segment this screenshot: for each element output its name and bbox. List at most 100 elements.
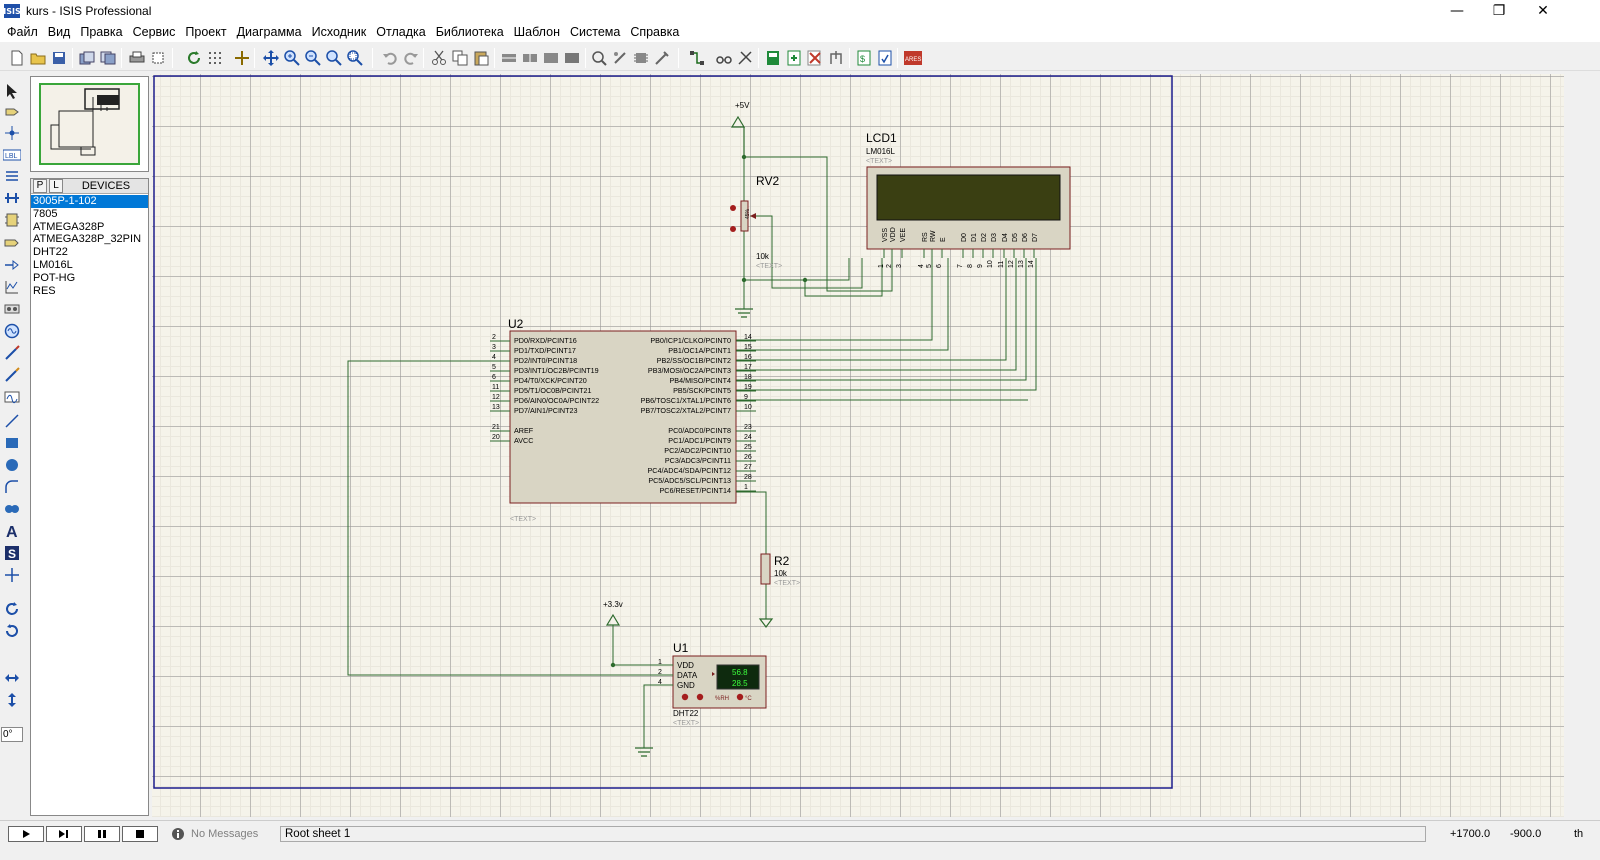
menu-edit[interactable]: Правка (80, 25, 123, 39)
menu-file[interactable]: Файл (7, 25, 38, 39)
search-tag-icon[interactable] (715, 49, 733, 67)
pick-devices-button[interactable]: P (33, 179, 47, 193)
pan-icon[interactable] (262, 49, 280, 67)
rotate-anticlockwise-icon[interactable] (3, 622, 21, 640)
device-pins-icon[interactable] (3, 256, 21, 274)
exit-parent-icon[interactable] (827, 49, 845, 67)
messages-area[interactable]: No Messages (171, 826, 271, 842)
dht-button-inc[interactable] (696, 693, 704, 701)
marker-tool-icon[interactable] (3, 566, 21, 584)
device-item[interactable]: ATMEGA328P_32PIN (33, 233, 142, 246)
import-icon[interactable] (78, 49, 96, 67)
device-item[interactable]: 3005P-1-102 (31, 195, 148, 208)
device-item[interactable]: 7805 (33, 207, 58, 220)
pause-button[interactable] (84, 826, 120, 842)
print-area-icon[interactable] (149, 49, 167, 67)
graph-mode-icon[interactable] (3, 278, 21, 296)
block-copy-icon[interactable] (500, 49, 518, 67)
bus-icon[interactable] (3, 189, 21, 207)
origin-icon[interactable] (233, 49, 251, 67)
maximize-button[interactable]: ❐ (1492, 3, 1506, 19)
remove-sheet-icon[interactable] (785, 49, 803, 67)
zoom-in-icon[interactable] (283, 49, 301, 67)
dht-button-temp[interactable] (736, 693, 744, 701)
bom-icon[interactable]: $ (855, 49, 873, 67)
power-terminal-3v3[interactable]: +3.3v (603, 600, 623, 626)
device-item[interactable]: LM016L (33, 258, 73, 271)
generator-icon[interactable] (3, 322, 21, 340)
menu-debug[interactable]: Отладка (376, 25, 426, 39)
decompose-icon[interactable] (653, 49, 671, 67)
block-rotate-icon[interactable] (542, 49, 560, 67)
stop-button[interactable] (122, 826, 158, 842)
flip-vertical-icon[interactable] (3, 691, 21, 709)
menu-source[interactable]: Исходник (311, 25, 367, 39)
ares-netlist-icon[interactable]: ARES (904, 49, 922, 67)
step-button[interactable] (46, 826, 82, 842)
new-file-icon[interactable] (8, 49, 26, 67)
zoom-area-icon[interactable] (346, 49, 364, 67)
copy-icon[interactable] (451, 49, 469, 67)
menu-template[interactable]: Шаблон (513, 25, 560, 39)
device-item[interactable]: POT-HG (33, 271, 76, 284)
component-mode-icon[interactable] (3, 103, 21, 121)
menu-tools[interactable]: Сервис (132, 25, 176, 39)
block-delete-icon[interactable] (563, 49, 581, 67)
dht-button-dec[interactable] (681, 693, 689, 701)
current-probe-icon[interactable] (3, 366, 21, 384)
overview-viewport[interactable] (39, 83, 140, 165)
virtual-instruments-icon[interactable] (3, 388, 21, 406)
new-sheet-icon[interactable] (764, 49, 782, 67)
voltage-probe-icon[interactable] (3, 344, 21, 362)
undo-icon[interactable] (381, 49, 399, 67)
zoom-out-icon[interactable] (304, 49, 322, 67)
selection-mode-icon[interactable] (3, 82, 21, 100)
pick-device-icon[interactable] (590, 49, 608, 67)
zoom-child-icon[interactable] (806, 49, 824, 67)
device-item[interactable]: RES (33, 284, 56, 297)
redo-icon[interactable] (402, 49, 420, 67)
menu-system[interactable]: Система (569, 25, 621, 39)
power-terminal-5v[interactable]: +5V (730, 101, 750, 157)
menu-view[interactable]: Вид (47, 25, 71, 39)
schematic-drawing[interactable]: +5V (152, 74, 1564, 817)
device-item[interactable]: DHT22 (33, 246, 68, 259)
text-tool-icon[interactable]: A (3, 522, 21, 540)
property-assign-icon[interactable] (736, 49, 754, 67)
packaging-icon[interactable] (632, 49, 650, 67)
overview-window[interactable] (30, 76, 149, 172)
tape-recorder-icon[interactable] (3, 300, 21, 318)
print-icon[interactable] (128, 49, 146, 67)
wire-label-icon[interactable]: LBL (3, 146, 21, 164)
refresh-icon[interactable] (185, 49, 203, 67)
schematic-canvas[interactable]: +5V (152, 74, 1564, 817)
open-folder-icon[interactable] (29, 49, 47, 67)
cut-icon[interactable] (430, 49, 448, 67)
lcd-lm016l[interactable]: LCD1 LM016L <TEXT> VSS1VDD2VEE3RS4RW5E6D… (866, 131, 1071, 268)
make-device-icon[interactable] (611, 49, 629, 67)
zoom-all-icon[interactable] (325, 49, 343, 67)
paste-icon[interactable] (472, 49, 490, 67)
play-button[interactable] (8, 826, 44, 842)
export-icon[interactable] (99, 49, 117, 67)
wire-autorouter-icon[interactable] (688, 49, 706, 67)
minimize-button[interactable]: — (1450, 3, 1464, 19)
menu-help[interactable]: Справка (630, 25, 680, 39)
vertical-scrollbar[interactable] (1564, 74, 1578, 817)
junction-dot-icon[interactable] (3, 124, 21, 142)
symbol-tool-icon[interactable]: S (3, 544, 21, 562)
circle-tool-icon[interactable] (3, 456, 21, 474)
menu-design[interactable]: Проект (185, 25, 227, 39)
potentiometer-rv2[interactable]: 45% RV2 10k <TEXT> (730, 174, 782, 270)
flip-horizontal-icon[interactable] (3, 669, 21, 687)
close-button[interactable]: ✕ (1537, 3, 1549, 19)
erc-icon[interactable] (876, 49, 894, 67)
grid-icon[interactable] (206, 49, 224, 67)
path-tool-icon[interactable] (3, 500, 21, 518)
box-tool-icon[interactable] (3, 434, 21, 452)
block-move-icon[interactable] (521, 49, 539, 67)
save-icon[interactable] (50, 49, 68, 67)
line-tool-icon[interactable] (3, 412, 21, 430)
